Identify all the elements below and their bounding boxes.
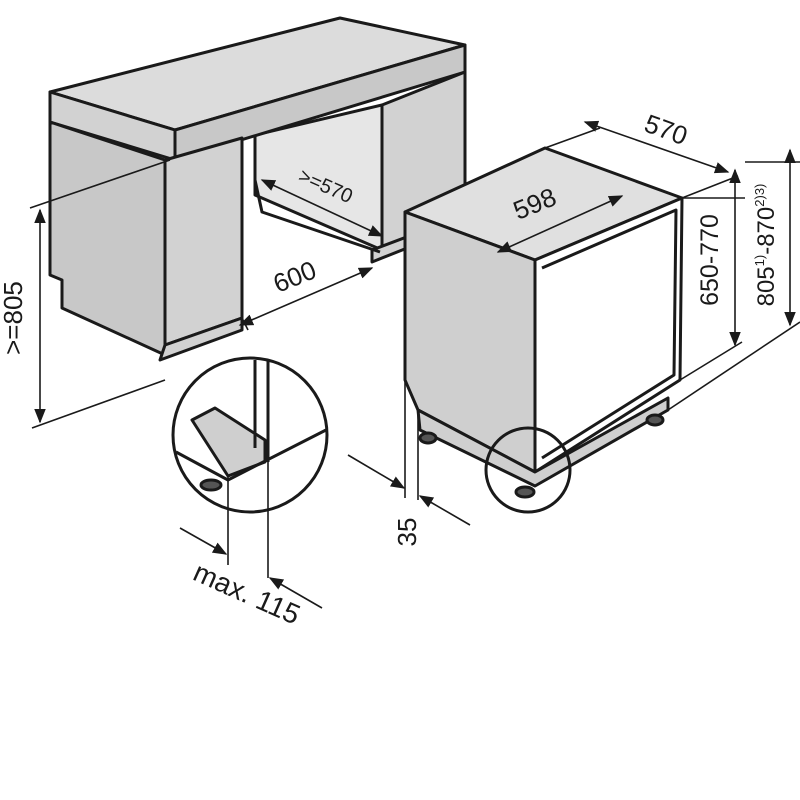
label-door-overhang: max. 115: [189, 556, 305, 630]
dimension-lines: [29, 120, 800, 609]
detail-door-block: [190, 406, 267, 478]
detail-foot: [199, 478, 223, 492]
dim-line-unit-width: [496, 195, 624, 253]
label-unit-height: 8051)-8702)3): [752, 184, 780, 307]
dim-line-unit-depth: [583, 120, 730, 174]
label-unit-height-sup-a: 1): [752, 255, 767, 267]
dishwasher-foot: [645, 413, 665, 427]
dishwasher-foot: [514, 485, 536, 499]
dim-line-niche-depth: [260, 179, 384, 237]
label-door-height: 650-770: [696, 214, 724, 306]
cabinet-left-door: [163, 136, 244, 347]
kitchen-cabinet: [48, 16, 467, 362]
label-unit-height-b: -870: [753, 207, 780, 255]
label-unit-height-a: 805: [753, 266, 780, 306]
detail-magnifier: [171, 356, 329, 514]
cabinet-left-plinth: [158, 316, 244, 362]
label-unit-height-sup-b: 2)3): [752, 184, 767, 207]
cabinet-left-side: [48, 120, 167, 357]
label-plinth-setback: 35: [392, 518, 422, 547]
dim-line-door-overhang-right: [268, 577, 323, 609]
label-niche-width: 600: [269, 255, 320, 299]
dim-line-plinth-setback-right: [418, 495, 471, 526]
label-cabinet-height: >=805: [0, 281, 28, 355]
dishwasher-foot: [418, 431, 438, 445]
detail-marker-circle: [484, 426, 572, 514]
dim-line-plinth-setback-left: [347, 454, 406, 489]
dim-line-niche-width: [238, 267, 374, 326]
dim-line-door-overhang-left: [179, 527, 228, 555]
